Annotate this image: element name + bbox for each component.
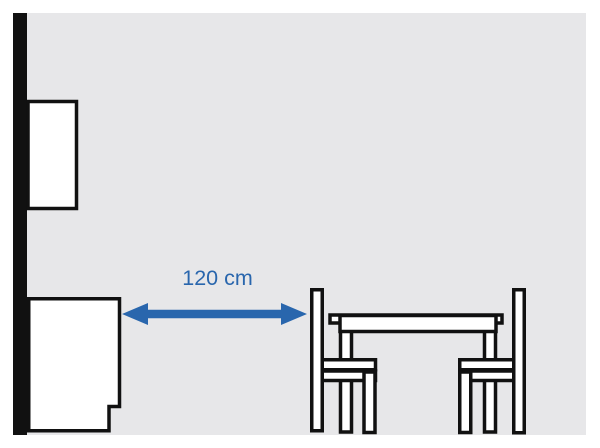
chair-back-post xyxy=(310,288,324,433)
kitchen-counter xyxy=(27,297,122,433)
table-apron xyxy=(338,313,498,334)
wall xyxy=(13,13,27,435)
dining-chair-right xyxy=(458,288,526,435)
dining-chair-left xyxy=(310,288,378,435)
dimension-label: 120 cm xyxy=(182,266,253,290)
dimension-arrow-icon xyxy=(122,303,307,325)
wall-cabinet xyxy=(26,99,79,211)
chair-back-post xyxy=(512,288,526,435)
chair-front-leg xyxy=(362,370,377,435)
chair-front-leg xyxy=(458,370,473,435)
